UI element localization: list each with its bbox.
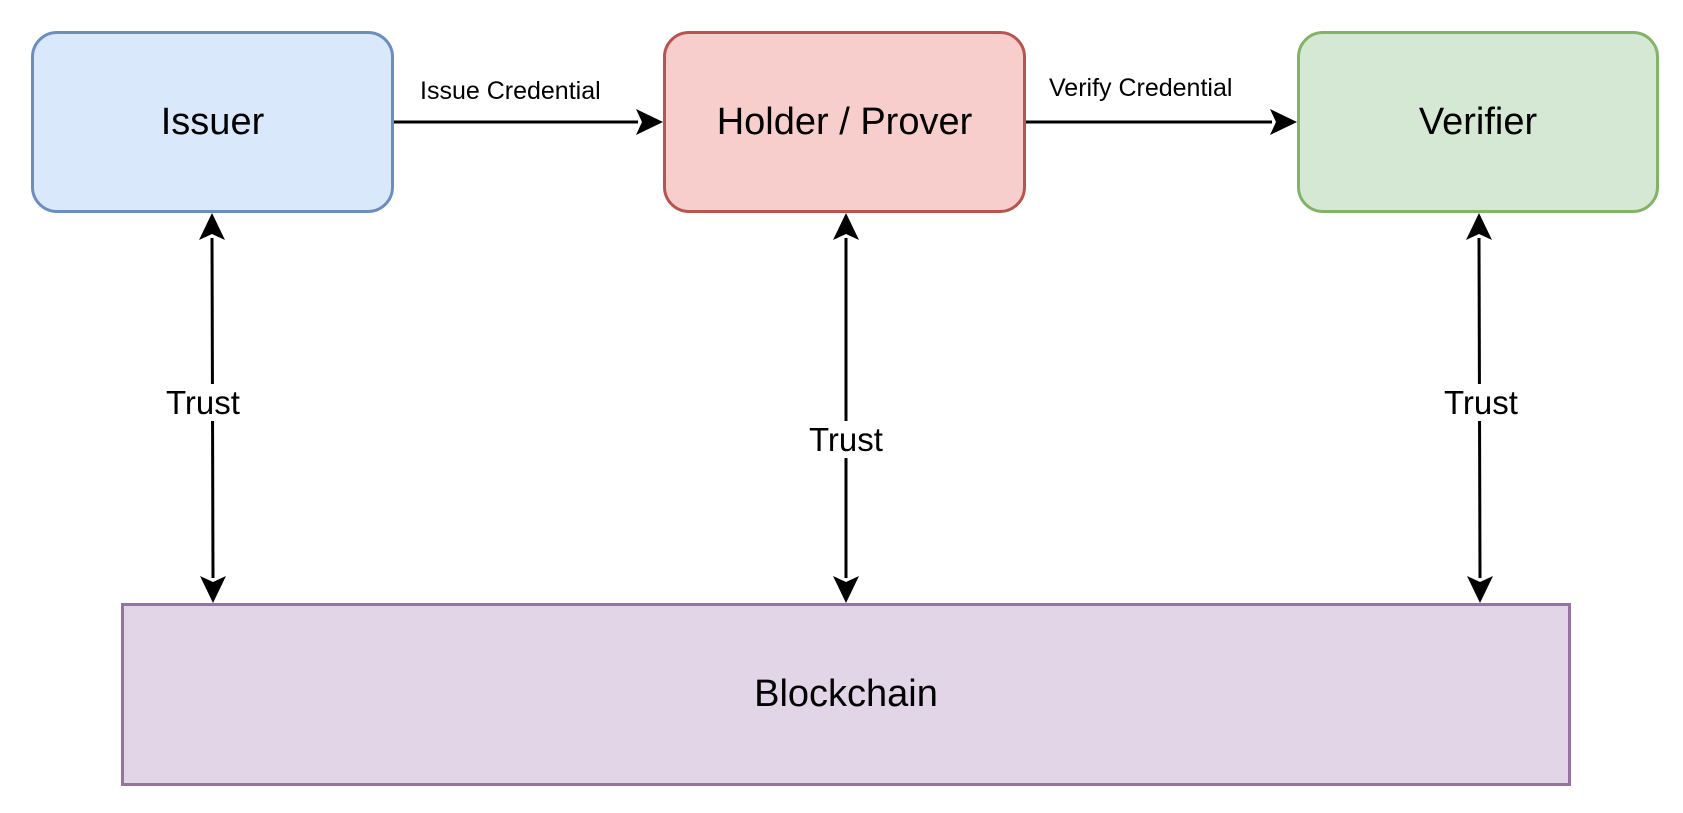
edge-trust-center [833,213,859,603]
node-holder-prover-label: Holder / Prover [716,100,973,143]
node-issuer-label: Issuer [160,100,265,143]
edge-label-trust-right: Trust [1444,384,1518,421]
node-blockchain: Blockchain [121,603,1571,786]
edge-label-trust-left: Trust [166,384,240,421]
node-verifier: Verifier [1297,31,1659,213]
node-holder-prover: Holder / Prover [663,31,1026,213]
edge-issue-credential [394,109,663,135]
node-issuer: Issuer [31,31,394,213]
node-blockchain-label: Blockchain [754,673,938,715]
edge-verify-credential [1026,109,1297,135]
node-verifier-label: Verifier [1418,100,1538,143]
edge-label-verify-credential: Verify Credential [1049,74,1233,102]
edge-label-trust-center: Trust [809,421,883,458]
edge-label-issue-credential: Issue Credential [420,77,601,105]
